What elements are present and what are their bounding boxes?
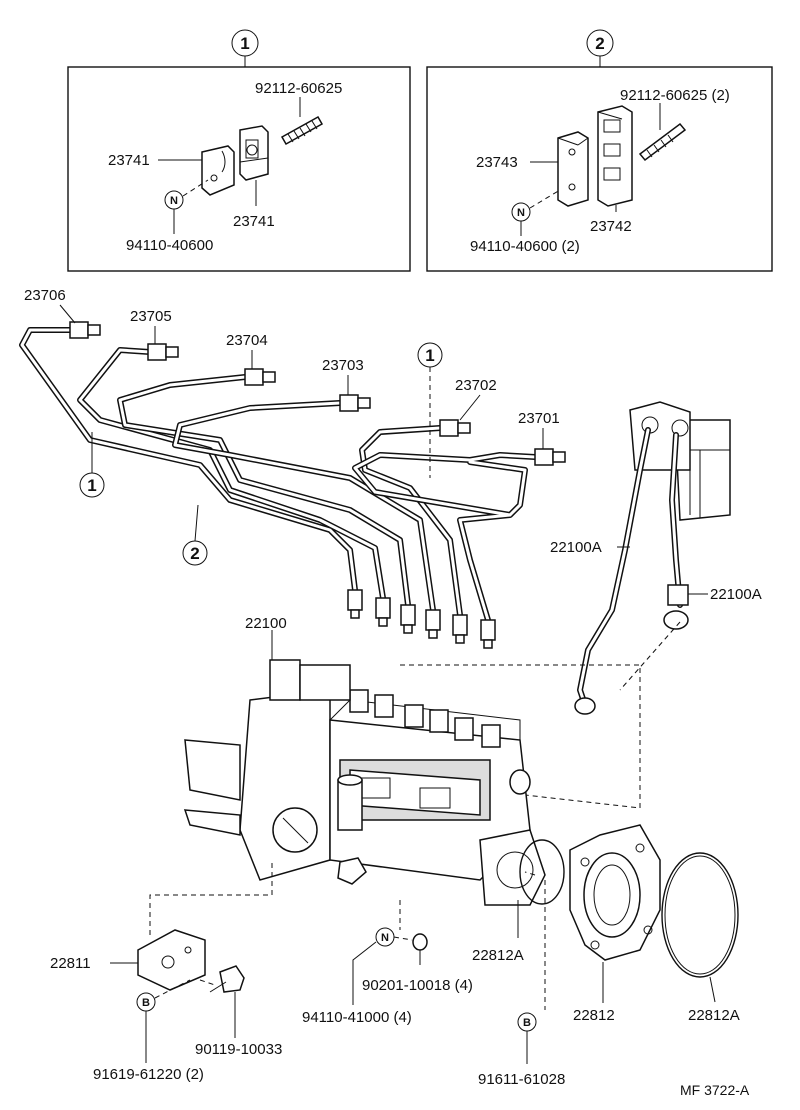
fitting-icon bbox=[347, 589, 363, 619]
clamp-ref-1-left: 1 bbox=[87, 476, 96, 495]
pipe-23705-label: 23705 bbox=[130, 308, 172, 325]
detail-1-clamp-b-label: 23741 bbox=[233, 213, 275, 230]
cover-label: 22812 bbox=[573, 1007, 615, 1024]
fitting-icon bbox=[339, 394, 371, 412]
detail-box-2: 2 92112-60625 (2) 23743 23 bbox=[426, 29, 773, 272]
bracket-bolt-badge: B bbox=[142, 997, 150, 1009]
detail-1-nut-label: 94110-40600 bbox=[126, 237, 213, 254]
stud-icon bbox=[638, 122, 687, 162]
cover-icon bbox=[569, 824, 661, 961]
pump-assembly-label: 22100 bbox=[245, 615, 287, 632]
detail-box-1: 1 92112-60625 23741 23741 bbox=[67, 29, 411, 272]
detail-2-nut-badge: N bbox=[517, 207, 525, 219]
fitting-icon bbox=[400, 604, 416, 634]
fitting-icon bbox=[480, 619, 496, 649]
pipe-23706-label: 23706 bbox=[24, 287, 66, 304]
detail-1-clamp-a-label: 23741 bbox=[108, 152, 150, 169]
fuel-hose bbox=[574, 427, 689, 715]
clamp-icon bbox=[239, 125, 269, 181]
fitting-icon bbox=[244, 368, 276, 386]
fitting-icon bbox=[439, 419, 471, 437]
detail-1-number: 1 bbox=[240, 34, 249, 53]
detail-2-nut-label: 94110-40600 (2) bbox=[470, 238, 580, 255]
o-ring-b-label: 22812A bbox=[688, 1007, 740, 1024]
detail-2-clamp-a-label: 23743 bbox=[476, 154, 518, 171]
bracket-label: 22811 bbox=[50, 955, 91, 972]
hose-right-label: 22100A bbox=[710, 586, 762, 603]
washer-label: 90201-10018 (4) bbox=[362, 977, 473, 994]
o-ring-a-label: 22812A bbox=[472, 947, 524, 964]
nut-label: 94110-41000 (4) bbox=[302, 1009, 412, 1026]
pipe-23704-label: 23704 bbox=[226, 332, 268, 349]
o-ring-icon bbox=[519, 839, 565, 905]
bolt-b-label: 91611-61028 bbox=[478, 1071, 565, 1088]
washer-icon bbox=[412, 933, 428, 951]
fuel-filter bbox=[629, 401, 731, 521]
pipe-23703-label: 23703 bbox=[322, 357, 364, 374]
detail-1-stud-label: 92112-60625 bbox=[255, 80, 342, 97]
figure-code: MF 3722-A bbox=[680, 1082, 750, 1098]
detail-1-nut-badge: N bbox=[170, 195, 178, 207]
fitting-icon bbox=[534, 448, 566, 466]
clamp-ref-1-top: 1 bbox=[425, 346, 434, 365]
fitting-icon bbox=[147, 343, 179, 361]
pipe-23701-label: 23701 bbox=[518, 410, 560, 427]
bracket-icon bbox=[137, 929, 206, 991]
detail-2-number: 2 bbox=[595, 34, 604, 53]
bracket-bolt-label: 91619-61220 (2) bbox=[93, 1066, 204, 1083]
clamp-icon bbox=[557, 131, 589, 207]
o-ring-icon bbox=[661, 852, 739, 978]
clamp-icon bbox=[201, 145, 235, 196]
bolt-label: 90119-10033 bbox=[195, 1041, 282, 1058]
fitting-icon bbox=[69, 321, 101, 339]
detail-2-stud-label: 92112-60625 (2) bbox=[620, 87, 730, 104]
clamp-icon bbox=[597, 105, 633, 207]
fitting-icon bbox=[425, 609, 441, 639]
injection-pipes bbox=[19, 321, 566, 649]
stud-icon bbox=[280, 115, 324, 146]
fitting-icon bbox=[375, 597, 391, 627]
pipe-23702-label: 23702 bbox=[455, 377, 497, 394]
hose-upper-label: 22100A bbox=[550, 539, 602, 556]
fitting-icon bbox=[452, 614, 468, 644]
nut-badge: N bbox=[381, 932, 389, 944]
bolt-b-badge: B bbox=[523, 1017, 531, 1029]
bolt-icon bbox=[209, 965, 245, 993]
injection-pump bbox=[183, 659, 546, 906]
detail-2-clamp-b-label: 23742 bbox=[590, 218, 632, 235]
clamp-ref-2-left: 2 bbox=[190, 544, 199, 563]
